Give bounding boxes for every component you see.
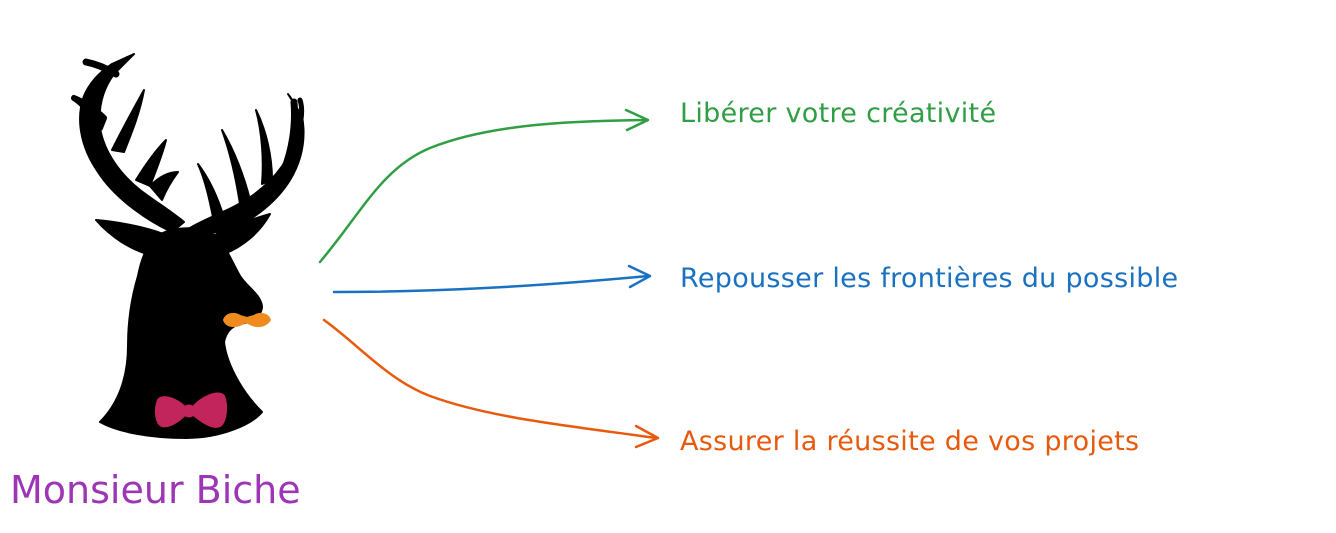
- arrow-to-goal-1: [318, 108, 650, 264]
- goal-label-boundaries: Repousser les frontières du possible: [680, 263, 1179, 294]
- goal-label-creativity: Libérer votre créativité: [680, 98, 997, 129]
- arrow-to-goal-3: [322, 318, 660, 449]
- arrow-right-icon: [627, 264, 652, 289]
- bow-tie-icon: [154, 392, 228, 428]
- head-and-neck: [99, 227, 263, 439]
- arrow-right-icon: [634, 424, 660, 449]
- mustache-icon: [223, 312, 271, 328]
- arrow-right-icon: [624, 108, 650, 132]
- deer-head-icon: [71, 53, 305, 439]
- left-antler: [71, 53, 185, 233]
- right-antler: [189, 93, 305, 235]
- arrow-to-goal-2: [332, 264, 652, 294]
- mascot-name: Monsieur Biche: [10, 468, 301, 512]
- goal-label-success: Assurer la réussite de vos projets: [680, 426, 1140, 457]
- right-ear: [213, 213, 271, 255]
